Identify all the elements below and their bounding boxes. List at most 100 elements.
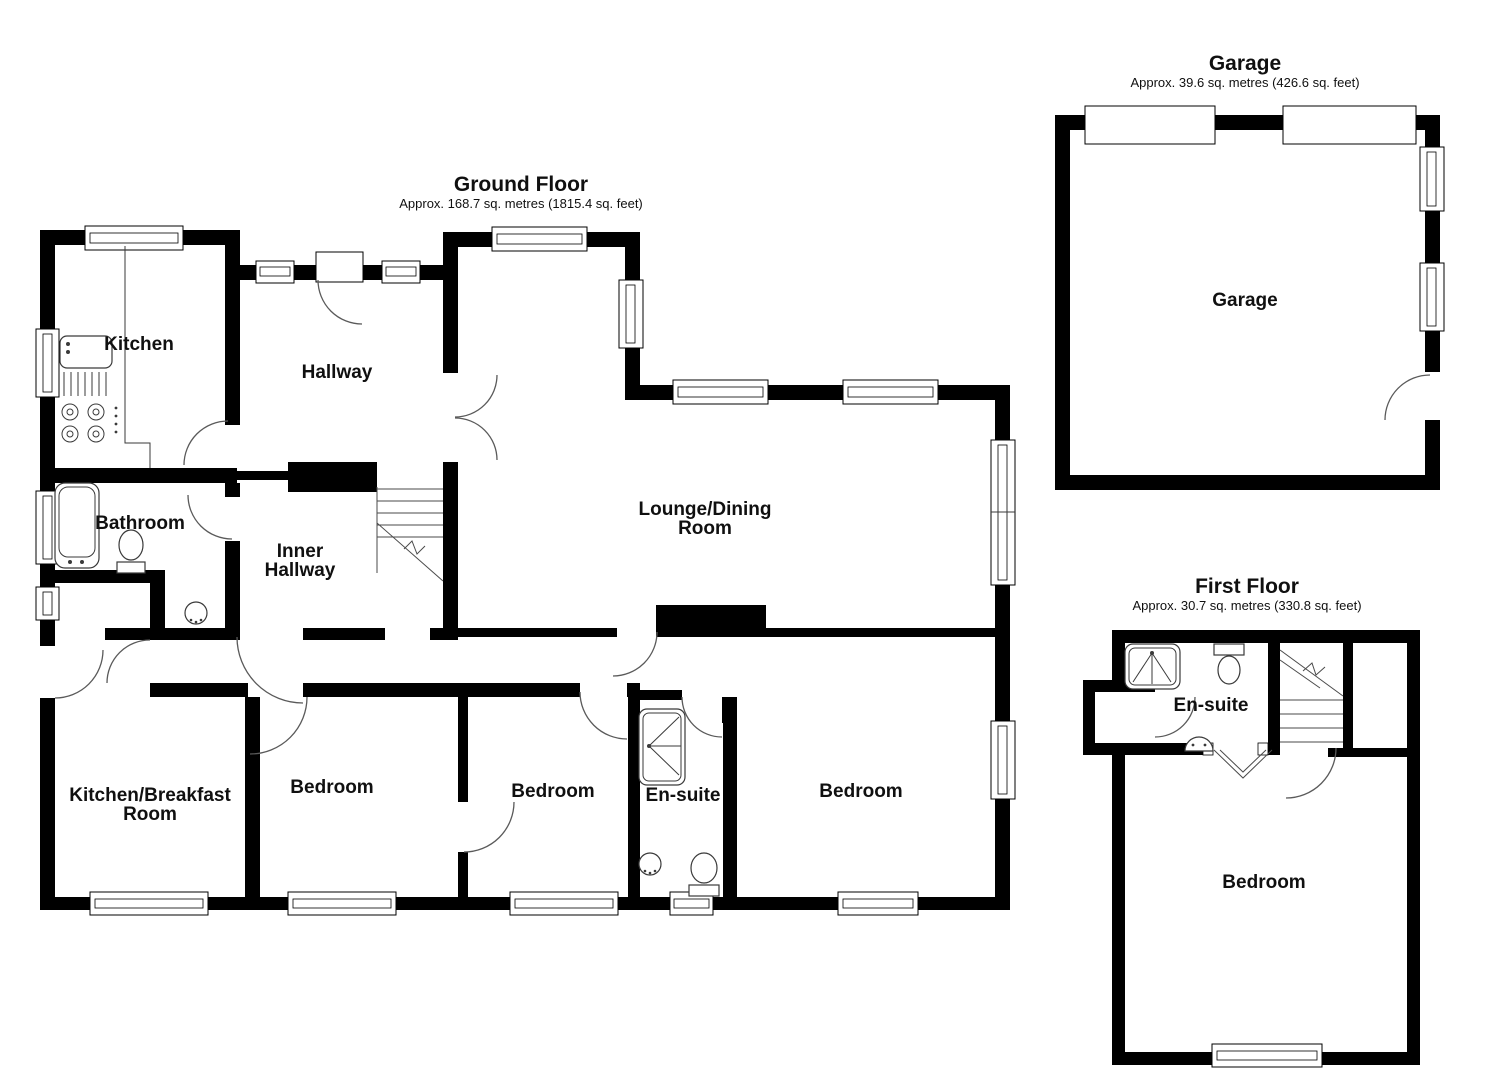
first-floor-plan: First Floor Approx. 30.7 sq. metres (330… [1083,575,1420,1068]
wall-segment [1328,748,1420,757]
wall-segment [443,462,458,628]
wall-segment [237,471,288,480]
wall-segment [458,852,468,897]
door-arc [454,417,498,461]
toilet-icon [688,852,720,897]
room-label-bedroom-left: Bedroom [290,777,373,798]
wall-segment [627,683,640,697]
window [672,379,769,405]
window [837,891,919,916]
ground-floor-doors [54,251,723,853]
window [1211,1043,1323,1068]
wall-segment [1055,115,1070,490]
door-arc [183,420,229,466]
door-arc [681,696,723,738]
bathtub-icon [54,482,100,569]
room-label-kitchen: Kitchen [104,334,174,355]
door-arc [463,801,515,853]
wall-segment [225,245,240,425]
front-door-leaf [315,251,364,283]
door-arc [106,639,151,684]
ground-floor-stairs [376,487,444,582]
window [842,379,939,405]
wall-segment [1112,630,1125,682]
basin-icon [638,852,662,876]
door-arc [1154,696,1196,738]
door-opening [36,646,55,698]
garage-area: Approx. 39.6 sq. metres (426.6 sq. feet) [1130,75,1359,90]
room-label-inner-hallway-2: Hallway [265,560,336,581]
window [990,439,1016,586]
chimney-breast [288,462,377,492]
counter [124,246,151,468]
room-label-hallway: Hallway [302,362,373,383]
ground-floor-area: Approx. 168.7 sq. metres (1815.4 sq. fee… [399,196,643,211]
stove-icon [61,403,118,443]
room-label-bedroom-ff: Bedroom [1222,872,1305,893]
wall-segment [225,483,240,497]
window [1419,146,1445,212]
sloped-ceiling-marker [1213,749,1273,779]
room-label-bedroom-right: Bedroom [819,781,902,802]
wall-segment [105,628,237,640]
wall-segment [150,583,165,628]
room-label-lounge-dining-2: Room [678,518,732,539]
window [35,328,60,398]
wall-segment [245,697,260,897]
garage-door [1282,105,1417,145]
ensuite-fixtures [638,708,720,897]
sink-icon [59,335,113,369]
wall-segment [455,628,995,637]
ground-floor-title: Ground Floor [454,173,588,196]
wall-segment [430,628,458,640]
wall-segment [40,570,165,583]
garage-plan: Garage Approx. 39.6 sq. metres (426.6 sq… [1055,52,1445,490]
ground-floor-windows [35,225,1016,916]
wall-segment [1407,630,1420,1065]
basin-icon [1184,736,1214,752]
window [669,891,714,916]
wall-segment [723,700,737,897]
first-floor-stairs [1279,649,1344,743]
door-arc [236,636,304,704]
wall-segment [628,697,640,897]
ground-floor-walls [36,230,1010,910]
window [491,226,588,252]
door-arc [579,691,628,740]
wall-segment [1343,643,1353,757]
room-label-kitchen-breakfast: Kitchen/Breakfast [69,785,231,806]
door-arc [1384,374,1431,421]
door-opening [617,626,656,639]
window [1419,262,1445,332]
ground-floor-labels: Kitchen Hallway Lounge/Dining Room Bathr… [69,334,902,825]
door-frame [1257,742,1269,756]
wall-segment [1083,680,1095,755]
door-arc [454,374,498,418]
wall-segment [303,683,580,697]
room-label-ensuite: En-suite [646,785,721,806]
wall-segment [150,683,248,697]
door-arc [187,494,233,540]
room-label-bedroom-middle: Bedroom [511,781,594,802]
drainer-icon [63,372,107,396]
door-arc [317,279,363,325]
room-label-garage: Garage [1212,290,1277,311]
toilet-icon [1213,643,1245,685]
wall-segment [1268,643,1280,755]
wall-segment [443,232,458,373]
door-arc [54,649,104,699]
sloped-ceiling-marker [1219,749,1267,773]
window [509,891,619,916]
window [990,720,1016,800]
window [287,891,397,916]
first-floor-ensuite-fixtures [1124,643,1245,752]
door-arc [612,631,658,677]
room-label-inner-hallway: Inner [277,541,324,562]
room-label-lounge-dining: Lounge/Dining [639,499,772,520]
window [84,225,184,251]
window [618,279,644,349]
wall-segment [40,468,237,483]
room-label-ensuite-ff: En-suite [1174,695,1249,716]
wall-segment [640,690,682,700]
wall-segment [458,690,468,802]
